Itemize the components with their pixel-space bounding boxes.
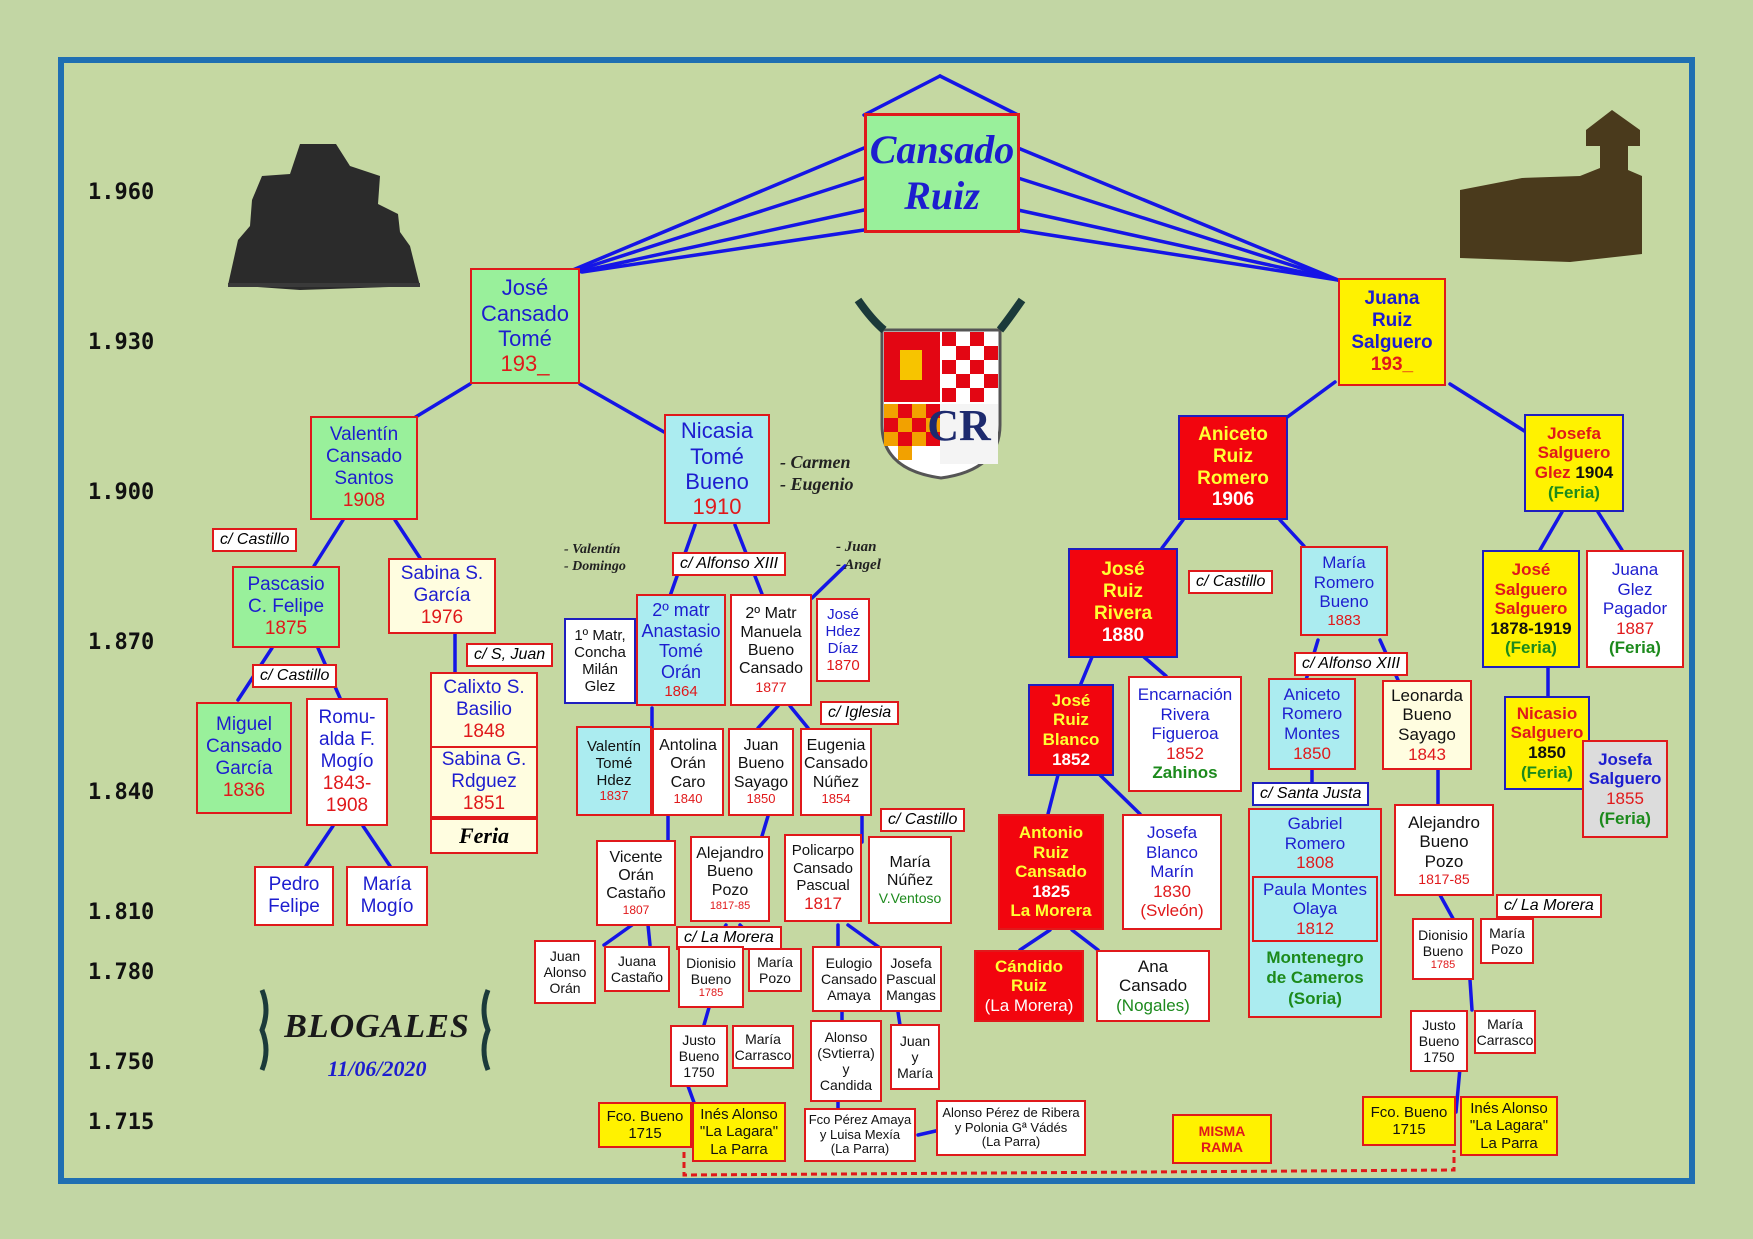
person-ines-alonso-1: Inés Alonso"La Lagara"La Parra (692, 1102, 786, 1162)
children-note-juan-angel: - Juan- Angel (836, 539, 881, 573)
street-note: c/ Castillo (880, 808, 966, 832)
coat-of-arms-icon (854, 297, 1026, 480)
person-ines-alonso-2: Inés Alonso"La Lagara"La Parra (1460, 1096, 1558, 1156)
year-label: 1.840 (88, 780, 155, 805)
street-note: c/ Alfonso XIII (1294, 652, 1409, 676)
street-note: c/ Santa Justa (1252, 782, 1370, 806)
year-label: 1.930 (88, 330, 155, 355)
street-note: c/ Castillo (252, 664, 338, 688)
castle-icon (228, 144, 420, 290)
year-label: 1.960 (88, 180, 155, 205)
year-label: 1.870 (88, 630, 155, 655)
street-note: c/ S, Juan (466, 643, 554, 667)
blogales-signature: BLOGALES 11/06/2020 (284, 1008, 470, 1081)
street-note: c/ Iglesia (820, 701, 900, 725)
children-note-carmen-eugenio: - Carmen- Eugenio (780, 452, 854, 494)
year-label: 1.900 (88, 480, 155, 505)
street-note: c/ Castillo (212, 528, 298, 552)
blogales-frame-icon (259, 989, 491, 1071)
family-title: Cansado Ruiz (864, 113, 1020, 233)
street-note: c/ La Morera (1496, 894, 1602, 918)
year-label: 1.780 (88, 960, 155, 985)
children-note-valentin-domingo: - Valentín- Domingo (564, 542, 626, 574)
place-feria: Feria (430, 818, 538, 854)
year-label: 1.715 (88, 1110, 155, 1135)
street-note: c/ Castillo (1188, 570, 1274, 594)
coat-letters: CR (927, 401, 992, 450)
year-label: 1.810 (88, 900, 155, 925)
street-note: c/ Alfonso XIII (672, 552, 787, 576)
church-icon (1460, 110, 1642, 262)
year-label: 1.750 (88, 1050, 155, 1075)
